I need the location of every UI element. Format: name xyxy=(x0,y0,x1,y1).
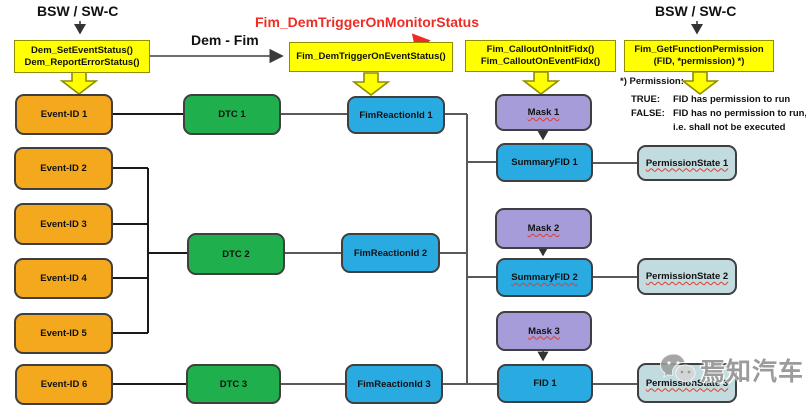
permission-false-label: FALSE: xyxy=(631,108,665,119)
node-fid-1: FID 1 xyxy=(497,364,593,403)
node-mask-1: Mask 1 xyxy=(495,94,592,131)
node-event-id-4: Event-ID 4 xyxy=(14,258,113,299)
block-arrow-icon xyxy=(351,72,391,97)
permission-false-text: FID has no permission to run, xyxy=(673,108,806,119)
node-label: Mask 3 xyxy=(528,325,560,337)
node-label: Mask 2 xyxy=(527,223,560,234)
block-arrow-icon xyxy=(59,71,99,96)
node-event-id-6: Event-ID 6 xyxy=(15,364,113,405)
node-label: DTC 2 xyxy=(222,248,250,260)
node-event-id-5: Event-ID 5 xyxy=(14,313,113,354)
node-permissionstate-1: PermissionState 1 xyxy=(637,145,737,181)
api-box-line: Fim_GetFunctionPermission xyxy=(634,44,764,55)
node-label: Event-ID 3 xyxy=(40,218,87,230)
node-label: Event-ID 1 xyxy=(40,109,88,120)
node-event-id-1: Event-ID 1 xyxy=(15,94,113,135)
block-arrows xyxy=(59,71,720,97)
node-dtc-2: DTC 2 xyxy=(187,233,285,275)
node-dtc-3: DTC 3 xyxy=(186,364,281,404)
api-box-fim-getfunctionpermission: Fim_GetFunctionPermission (FID, *permiss… xyxy=(624,40,774,72)
node-permissionstate-2: PermissionState 2 xyxy=(637,258,737,295)
node-fimreactionid-2: FimReactionId 2 xyxy=(341,233,440,273)
node-label: Event-ID 5 xyxy=(40,328,87,339)
node-label: PermissionState 2 xyxy=(645,271,729,282)
node-fimreactionid-1: FimReactionId 1 xyxy=(347,96,445,134)
node-dtc-1: DTC 1 xyxy=(183,94,281,135)
right-connectors xyxy=(281,113,637,385)
watermark-text: 焉知汽车 xyxy=(700,358,805,386)
node-label: FimReactionId 3 xyxy=(357,378,431,390)
api-box-line: Fim_CalloutOnEventFidx() xyxy=(480,56,601,67)
node-label: SummaryFID 2 xyxy=(511,272,578,283)
node-label: Event-ID 4 xyxy=(40,273,87,284)
api-box-line: Fim_DemTriggerOnEventStatus() xyxy=(296,51,446,62)
block-arrow-icon xyxy=(521,71,561,96)
node-label: FID 1 xyxy=(533,378,557,389)
block-arrow-icon xyxy=(680,71,720,96)
wechat-icon xyxy=(659,353,696,385)
api-box-dem-seteventstatus: Dem_SetEventStatus() Dem_ReportErrorStat… xyxy=(14,40,150,73)
api-box-fim-demtrigger: Fim_DemTriggerOnEventStatus() xyxy=(289,42,453,72)
bsw-swc-label-left: BSW / SW-C xyxy=(37,3,119,19)
monitor-status-annotation: Fim_DemTriggerOnMonitorStatus xyxy=(255,14,480,30)
node-label: FimReactionId 1 xyxy=(359,109,433,121)
node-label: PermissionState 1 xyxy=(645,157,729,169)
api-box-line: Dem_SetEventStatus() xyxy=(31,44,133,56)
api-box-fim-callout: Fim_CalloutOnInitFidx() Fim_CalloutOnEve… xyxy=(465,40,616,72)
api-box-line: (FID, *permission) *) xyxy=(653,56,745,67)
permission-note-title: *) Permission: xyxy=(620,76,684,87)
api-box-line: Dem_ReportErrorStatus() xyxy=(24,56,140,68)
node-label: Event-ID 2 xyxy=(40,163,87,174)
watermark: 焉知汽车 xyxy=(658,352,804,388)
permission-true-label: TRUE: xyxy=(631,94,661,105)
api-box-line: Fim_CalloutOnInitFidx() xyxy=(486,44,595,55)
left-connectors xyxy=(113,113,187,385)
bsw-swc-label-right: BSW / SW-C xyxy=(655,3,737,19)
node-mask-3: Mask 3 xyxy=(496,311,592,351)
node-label: DTC 3 xyxy=(219,378,248,390)
dem-fim-label: Dem - Fim xyxy=(191,32,259,48)
node-label: PermissionState 3 xyxy=(645,377,729,389)
node-event-id-3: Event-ID 3 xyxy=(14,203,113,245)
node-summaryfid-2: SummaryFID 2 xyxy=(496,258,593,297)
node-label: DTC 1 xyxy=(218,109,246,120)
permission-true-text: FID has permission to run xyxy=(673,94,791,105)
node-label: Mask 1 xyxy=(527,107,560,118)
node-fimreactionid-3: FimReactionId 3 xyxy=(345,364,443,404)
node-mask-2: Mask 2 xyxy=(495,208,592,249)
node-label: FimReactionId 2 xyxy=(353,247,428,259)
node-label: SummaryFID 1 xyxy=(511,157,578,168)
permission-false-text2: i.e. shall not be executed xyxy=(673,122,786,133)
node-event-id-2: Event-ID 2 xyxy=(14,147,113,190)
node-label: Event-ID 6 xyxy=(40,379,88,390)
node-summaryfid-1: SummaryFID 1 xyxy=(496,143,593,182)
permission-note: TRUE: FID has permission to run FALSE: F… xyxy=(631,93,806,135)
